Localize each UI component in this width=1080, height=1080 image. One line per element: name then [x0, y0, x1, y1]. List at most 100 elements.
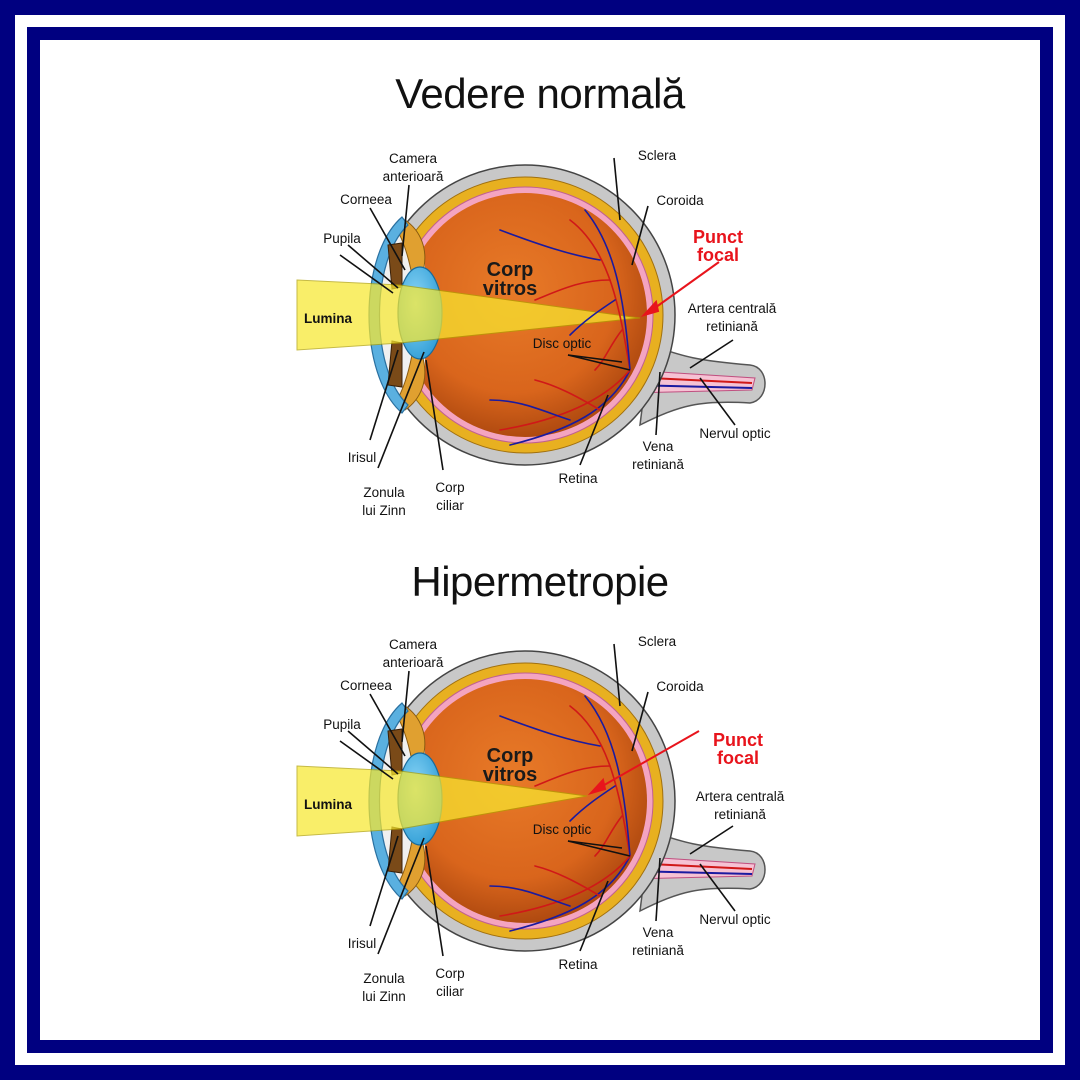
leader-line: [579, 394, 609, 466]
label-vitreous-line1: Corp: [487, 745, 534, 767]
cornea: [368, 216, 409, 414]
retinal-vessel: [499, 855, 631, 917]
label-ciliary-line1: Corp: [435, 966, 464, 981]
label-ciliary-line2: ciliar: [436, 498, 464, 513]
label-retina: Retina: [558, 471, 598, 486]
retinal-vessels: [489, 209, 631, 446]
label-sclera: Sclera: [638, 148, 677, 163]
leader-line: [425, 845, 444, 957]
label-ciliary-line1: Corp: [435, 480, 464, 495]
retinal-vessel: [584, 209, 631, 371]
label-light: Lumina: [304, 797, 352, 812]
retinal-vessel: [509, 369, 631, 446]
leader-line: [689, 339, 734, 369]
leader-line: [369, 835, 399, 927]
label-retina: Retina: [558, 957, 598, 972]
retinal-vessel: [534, 765, 611, 787]
focal-arrow: [587, 730, 700, 795]
label-vitreous-line2: vitros: [483, 764, 537, 786]
label-optic-disc: Disc optic: [533, 336, 592, 351]
label-zonule-line2: lui Zinn: [362, 989, 406, 1004]
retinal-vessel: [569, 299, 616, 336]
title-hypermetropia: Hipermetropie: [411, 558, 669, 605]
label-focal-line2: focal: [717, 748, 759, 768]
leader-line: [699, 863, 736, 912]
light-rays: [296, 279, 641, 351]
retinal-vessel: [499, 715, 601, 747]
label-camera-line2: anterioară: [383, 169, 444, 184]
label-focal-line2: focal: [697, 245, 739, 265]
leader-line: [401, 184, 410, 257]
retinal-vessels: [489, 695, 631, 932]
leader-line: [425, 359, 444, 471]
leader-line: [655, 371, 661, 436]
leader-line: [377, 837, 425, 955]
label-focal-line1: Punct: [713, 730, 763, 750]
label-ciliary-line2: ciliar: [436, 984, 464, 999]
label-artery-line1: Artera centrală: [696, 789, 785, 804]
focal-arrow-head: [640, 299, 660, 317]
leader-line: [699, 377, 736, 426]
label-artery-line2: retiniană: [714, 807, 766, 822]
label-camera-line1: Camera: [389, 151, 438, 166]
leader-line: [567, 354, 623, 363]
leader-line: [613, 157, 621, 221]
light-rays: [296, 765, 588, 837]
leader-line: [339, 254, 394, 294]
leader-line: [567, 840, 623, 849]
label-iris: Irisul: [348, 450, 377, 465]
retinal-vessel: [489, 399, 571, 421]
eye-diagram-hypermetropia: Camera anterioarăCorneeaPupilaLuminaIrisu…: [296, 634, 785, 1004]
label-vitreous-line2: vitros: [483, 278, 537, 300]
leader-line: [631, 205, 649, 266]
focal-arrow-line: [651, 261, 720, 311]
leader-lines: [339, 643, 736, 957]
retinal-vessel: [569, 219, 631, 371]
focal-arrow: [640, 261, 720, 317]
leader-line: [347, 244, 399, 289]
retinal-vessel: [569, 705, 631, 857]
label-camera-line2: anterioară: [383, 655, 444, 670]
leader-line: [377, 351, 425, 469]
retinal-vessel: [569, 785, 616, 822]
leader-line: [339, 740, 394, 780]
label-iris: Irisul: [348, 936, 377, 951]
label-cornea: Corneea: [340, 192, 392, 207]
cornea: [368, 702, 409, 900]
leader-line: [579, 880, 609, 952]
retinal-vessel: [534, 279, 611, 301]
focal-arrow-line: [598, 730, 700, 789]
label-optic-disc: Disc optic: [533, 822, 592, 837]
label-cornea: Corneea: [340, 678, 392, 693]
retinal-vessel: [534, 865, 601, 897]
leader-line: [369, 349, 399, 441]
leader-line: [401, 670, 410, 743]
leader-line: [655, 857, 661, 922]
label-choroid: Coroida: [656, 193, 704, 208]
label-pupil: Pupila: [323, 717, 361, 732]
label-camera-line1: Camera: [389, 637, 438, 652]
leader-line: [689, 825, 734, 855]
eye-diagram-normal: CameraanterioarăCorneeaPupilaLuminaIrisu…: [296, 148, 777, 518]
leader-line: [631, 691, 649, 752]
retinal-vessel: [499, 229, 601, 261]
label-artery-line2: retiniană: [706, 319, 758, 334]
label-light: Lumina: [304, 311, 352, 326]
leader-line: [613, 643, 621, 707]
leader-line: [369, 207, 406, 271]
leader-lines: [339, 157, 736, 471]
label-focal-line1: Punct: [693, 227, 743, 247]
leader-line: [369, 693, 406, 757]
label-vitreous-line1: Corp: [487, 259, 534, 281]
title-normal-vision: Vedere normală: [395, 70, 685, 117]
focal-arrow-head: [587, 777, 607, 795]
optic-disc-leader: [567, 840, 631, 857]
optic-disc-leader: [567, 354, 631, 371]
label-choroid: Coroida: [656, 679, 704, 694]
retinal-vessel: [489, 885, 571, 907]
label-artery-line1: Artera centrală: [688, 301, 777, 316]
label-zonule-line1: Zonula: [363, 971, 405, 986]
label-zonule-line1: Zonula: [363, 485, 405, 500]
label-vein-line2: retiniană: [632, 943, 684, 958]
label-optic-nerve: Nervul optic: [699, 912, 771, 927]
